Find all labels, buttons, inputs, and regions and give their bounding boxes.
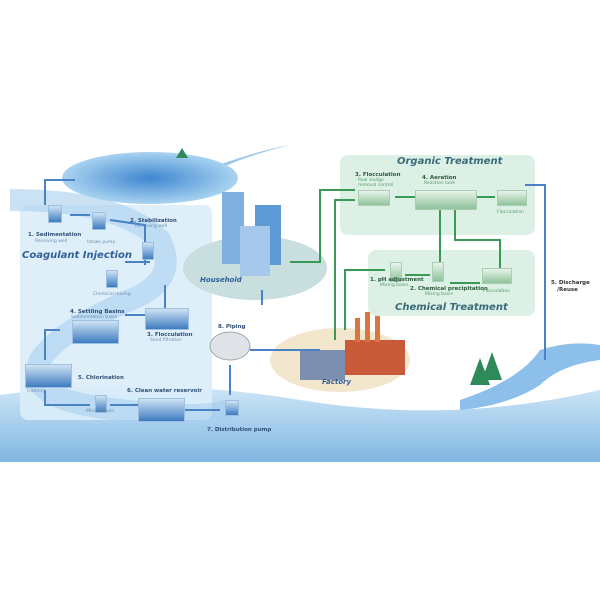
- reservoir-unit: [138, 398, 185, 422]
- household-label: Household: [200, 276, 242, 284]
- step-sublabel: Sedimentation basin: [71, 315, 118, 320]
- factory-building: [300, 350, 345, 380]
- step-label: 3. Flocculation: [147, 332, 193, 338]
- step-sublabel: Flocculation: [497, 210, 525, 215]
- step-sublabel: Filtering: [27, 389, 46, 394]
- step-label: 3. Flocculation: [355, 172, 401, 178]
- step-label: 4. Aeration: [422, 175, 457, 181]
- step-sublabel: Mixing basin: [380, 283, 409, 288]
- step-label: 1. pH adjustment: [370, 277, 424, 283]
- green-flow-lines: [290, 189, 501, 340]
- pond: [62, 152, 238, 204]
- flocculation-unit: [145, 308, 189, 330]
- ph-adjustment-unit: [390, 262, 402, 282]
- factory-label: Factory: [322, 378, 352, 386]
- precipitation-unit: [432, 262, 444, 282]
- organic-flocculation-unit-2: [497, 190, 527, 206]
- building: [240, 226, 270, 276]
- discharge-label-2: /Reuse: [557, 287, 578, 293]
- river-right: [460, 343, 600, 410]
- step-label: 6. Clean water reservoir: [127, 388, 202, 394]
- blue-flow-lines: [44, 179, 546, 411]
- organic-treatment-title: Organic Treatment: [397, 156, 503, 167]
- step-sublabel: Receiving well: [135, 224, 168, 229]
- step-sublabel: Mixing basin: [86, 409, 115, 414]
- step-label: 2. Stabilization: [130, 218, 177, 224]
- chemical-flocculation-unit: [482, 268, 512, 284]
- building: [222, 192, 244, 264]
- step-label: 5. Chlorination: [78, 375, 124, 381]
- step-label: 2. Chemical precipitation: [410, 286, 488, 292]
- distribution-pump-unit: [225, 400, 239, 416]
- organic-flocculation-unit: [358, 190, 390, 206]
- filtering-unit: [25, 364, 72, 388]
- discharge-label: 5. Discharge: [551, 280, 590, 286]
- step-sublabel: Raw sludge removal control: [358, 178, 394, 188]
- step-sublabel: Chemical mixing: [93, 292, 131, 297]
- step-label: 8. Piping: [218, 324, 246, 330]
- tree-icon: [176, 148, 502, 385]
- settling-basin-unit: [72, 320, 119, 344]
- step-sublabel: Sand filtration: [150, 338, 182, 343]
- intake-pump-unit: [92, 212, 106, 230]
- chimney: [375, 316, 380, 342]
- chemical-treatment-title: Chemical Treatment: [395, 302, 508, 313]
- step-sublabel: Reaction tank: [424, 181, 455, 186]
- coagulant-injection-title: Coagulant Injection: [22, 250, 132, 261]
- step-sublabel: Receiving well: [35, 239, 68, 244]
- step-label: 1. Sedimentation: [28, 232, 82, 238]
- step-sublabel: Intake pump: [87, 240, 116, 245]
- chemical-mixing-unit: [106, 270, 118, 288]
- step-sublabel: Flocculation: [483, 289, 511, 294]
- step-label: 4. Settling Basins: [70, 309, 125, 315]
- sedimentation-unit: [48, 205, 62, 223]
- chimney: [365, 312, 370, 342]
- step-label: 7. Distribution pump: [207, 427, 272, 433]
- stabilization-unit: [142, 242, 154, 260]
- factory-building: [345, 340, 405, 375]
- aeration-tank: [415, 190, 477, 210]
- step-sublabel: Mixing basin: [425, 292, 454, 297]
- piping-tank: [209, 331, 251, 361]
- chlorination-unit: [95, 395, 107, 413]
- chimney: [355, 318, 360, 342]
